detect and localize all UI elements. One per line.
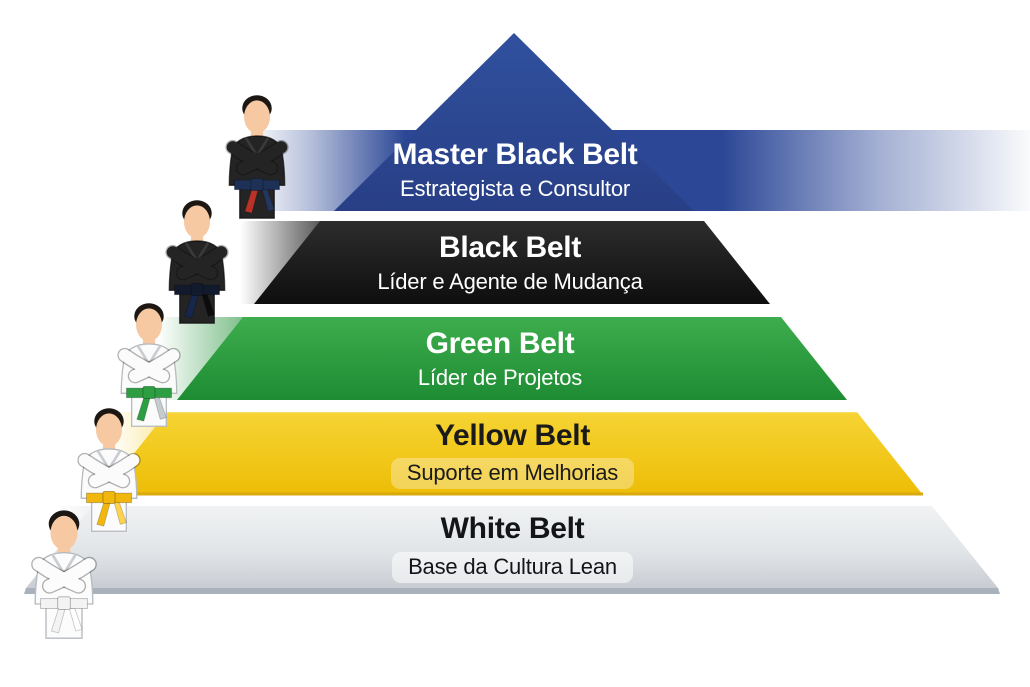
band-yellow-belt (101, 412, 923, 495)
band-black-belt (254, 221, 770, 304)
band-green-belt (177, 317, 847, 400)
figure-black-belt-icon (169, 200, 224, 323)
band-master-black-belt (334, 33, 694, 211)
band-white-belt (26, 506, 998, 588)
white-band-bottom-edge (24, 588, 1000, 594)
